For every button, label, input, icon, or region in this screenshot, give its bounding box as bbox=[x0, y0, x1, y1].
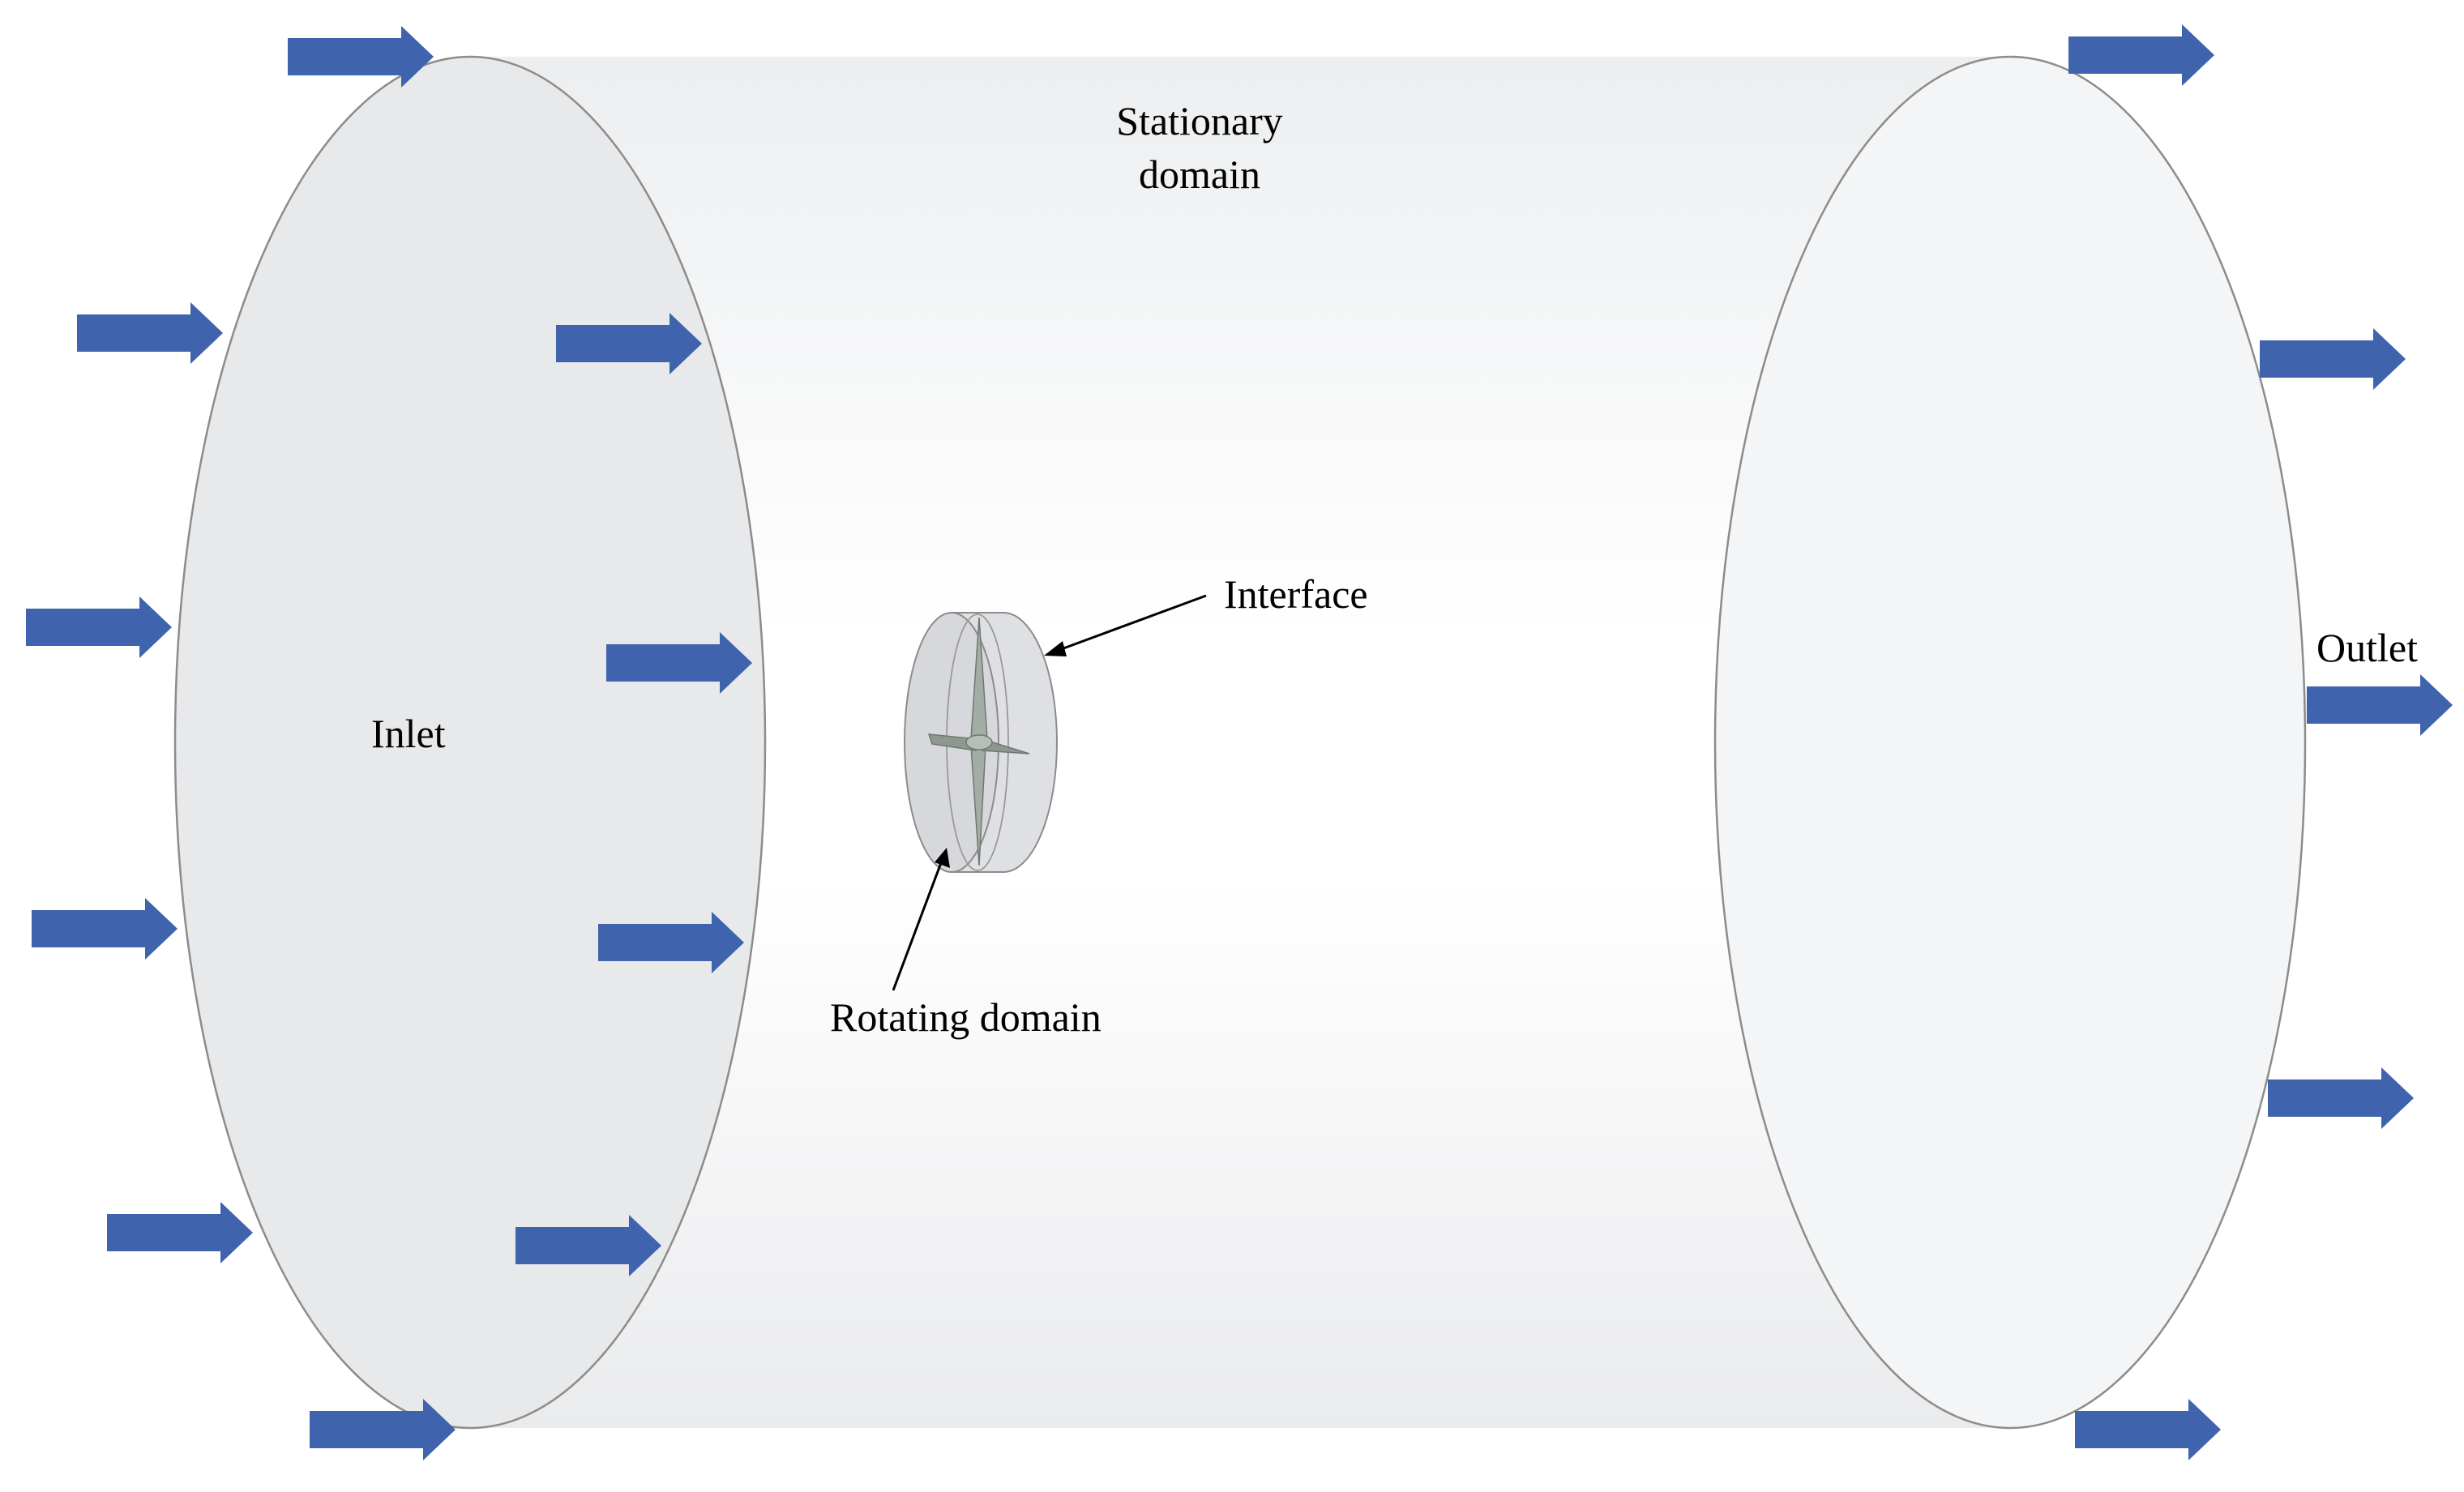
arrow-right-icon bbox=[2068, 24, 2214, 86]
arrow-right-icon bbox=[107, 1202, 253, 1263]
outlet-label: Outlet bbox=[2316, 625, 2418, 670]
rotor-blade-icon bbox=[927, 617, 1030, 866]
arrow-right-icon bbox=[32, 898, 178, 960]
arrow-right-icon bbox=[2075, 1399, 2221, 1460]
rotating-domain bbox=[904, 612, 1058, 873]
inlet-label: Inlet bbox=[371, 711, 446, 756]
stationary-domain-label-line2: domain bbox=[1139, 152, 1260, 197]
outlet-face bbox=[1713, 55, 2307, 1430]
rotating-domain-label: Rotating domain bbox=[830, 994, 1102, 1040]
interface-leader bbox=[1044, 594, 1207, 656]
arrow-right-icon bbox=[26, 596, 172, 658]
stationary-domain-label-line1: Stationary bbox=[1116, 98, 1283, 143]
interface-label: Interface bbox=[1224, 571, 1368, 617]
arrow-right-icon bbox=[77, 302, 223, 364]
arrow-right-icon bbox=[2268, 1067, 2414, 1129]
stationary-domain-label: Stationary domain bbox=[1078, 94, 1321, 201]
inlet-face bbox=[173, 55, 767, 1430]
rotating-leader bbox=[892, 848, 950, 991]
arrow-right-icon bbox=[2260, 328, 2406, 390]
arrow-right-icon bbox=[2307, 674, 2453, 736]
